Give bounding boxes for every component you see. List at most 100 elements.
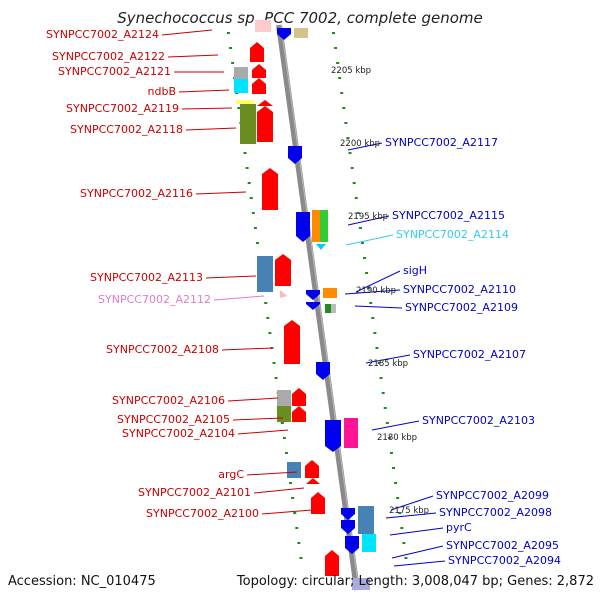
tick-mark: [373, 332, 377, 334]
label-leader-line: [178, 89, 230, 93]
tick-mark: [266, 317, 270, 319]
gene-label-left: SYNPCC7002_A2119: [66, 102, 179, 115]
gene-label-right: SYNPCC7002_A2103: [422, 414, 535, 427]
gene-label-right: SYNPCC7002_A2110: [403, 283, 516, 296]
tick-mark: [293, 512, 297, 514]
gene-arrow: [292, 388, 306, 406]
tick-mark: [284, 452, 288, 454]
gene-label-right: SYNPCC7002_A2115: [392, 209, 505, 222]
tick-mark: [245, 167, 249, 169]
gene-arrow: [306, 302, 320, 310]
tick-mark: [387, 437, 391, 439]
label-leaders: [161, 29, 446, 567]
gene-label-left: SYNPCC7002_A2124: [46, 28, 159, 41]
tick-mark: [340, 92, 344, 94]
kbp-label: 2205 kbp: [331, 66, 371, 76]
gene-block: [294, 28, 308, 38]
tick-mark: [369, 302, 373, 304]
gene-arrow: [277, 28, 291, 40]
gene-label-left: SYNPCC7002_A2112: [98, 293, 211, 306]
tick-mark: [371, 317, 375, 319]
tick-mark: [338, 77, 342, 79]
tick-mark: [264, 302, 268, 304]
label-leader-line: [345, 234, 394, 246]
tick-mark: [255, 242, 259, 244]
label-leader-line: [371, 420, 420, 431]
gene-features: [234, 20, 376, 590]
tick-mark: [363, 257, 367, 259]
gene-arrow: [262, 168, 278, 210]
gene-arrow: [257, 106, 273, 142]
gene-arrow: [345, 536, 359, 554]
gene-label-right: SYNPCC7002_A2114: [396, 228, 509, 241]
label-leader-line: [347, 215, 390, 226]
gene-label-right: sigH: [403, 264, 427, 277]
tick-mark: [348, 152, 352, 154]
gene-label-left: SYNPCC7002_A2113: [90, 271, 203, 284]
tick-mark: [389, 452, 393, 454]
gene-labels: SYNPCC7002_A2124SYNPCC7002_A2122SYNPCC70…: [46, 28, 561, 567]
gene-arrow: [341, 520, 355, 534]
gene-arrow: [252, 78, 266, 94]
tick-mark: [229, 47, 233, 49]
gene-block: [287, 462, 301, 478]
gene-label-left: SYNPCC7002_A2106: [112, 394, 225, 407]
gene-block: [320, 210, 328, 242]
gene-arrow: [316, 362, 330, 380]
gene-label-left: SYNPCC7002_A2100: [146, 507, 259, 520]
gene-arrow: [275, 254, 291, 286]
tick-mark: [253, 227, 257, 229]
kbp-label: 2180 kbp: [377, 433, 417, 443]
tick-mark: [268, 332, 272, 334]
tick-mark: [342, 107, 346, 109]
gene-label-right: SYNPCC7002_A2095: [446, 539, 559, 552]
gene-label-left: SYNPCC7002_A2116: [80, 187, 193, 200]
tick-mark: [385, 422, 389, 424]
gene-label-left: SYNPCC7002_A2118: [70, 123, 183, 136]
tick-mark: [354, 197, 358, 199]
tick-mark: [274, 377, 278, 379]
label-leader-line: [253, 487, 305, 494]
gene-block: [234, 67, 248, 79]
tick-mark: [360, 242, 364, 244]
kbp-label: 2190 kbp: [356, 286, 396, 296]
label-leader-line: [161, 29, 213, 36]
kbp-label: 2185 kbp: [368, 359, 408, 369]
label-leader-line: [221, 347, 273, 351]
label-leader-line: [393, 560, 446, 567]
gene-arrow: [252, 64, 266, 78]
gene-arrow: [306, 290, 320, 300]
label-leader-line: [365, 354, 411, 364]
tick-mark: [289, 482, 293, 484]
tick-mark: [402, 542, 406, 544]
gene-label-right: SYNPCC7002_A2099: [436, 489, 549, 502]
gene-arrow: [311, 492, 325, 514]
genome-backbone-shade: [280, 24, 360, 591]
tick-mark: [377, 362, 381, 364]
tick-mark: [295, 527, 299, 529]
tick-mark: [367, 287, 371, 289]
tick-mark: [392, 467, 396, 469]
accession-text: Accession: NC_010475: [8, 574, 156, 589]
tick-mark: [375, 347, 379, 349]
tick-mark: [237, 107, 241, 109]
label-leader-line: [167, 54, 219, 58]
gene-label-right: SYNPCC7002_A2117: [385, 136, 498, 149]
gene-block: [277, 390, 291, 406]
tick-mark: [383, 407, 387, 409]
kbp-label: 2200 kbp: [340, 139, 380, 149]
gene-label-left: ndbB: [148, 85, 176, 98]
tick-mark: [346, 137, 350, 139]
gene-block: [257, 256, 273, 292]
label-leader-line: [185, 127, 237, 131]
gene-label-left: SYNPCC7002_A2108: [106, 343, 219, 356]
tick-mark: [231, 62, 235, 64]
gene-block: [325, 304, 331, 313]
gene-block: [358, 506, 374, 534]
tick-mark: [291, 497, 295, 499]
label-leader-line: [344, 289, 401, 295]
label-leader-line: [389, 527, 444, 536]
gene-label-left: SYNPCC7002_A2104: [122, 427, 235, 440]
